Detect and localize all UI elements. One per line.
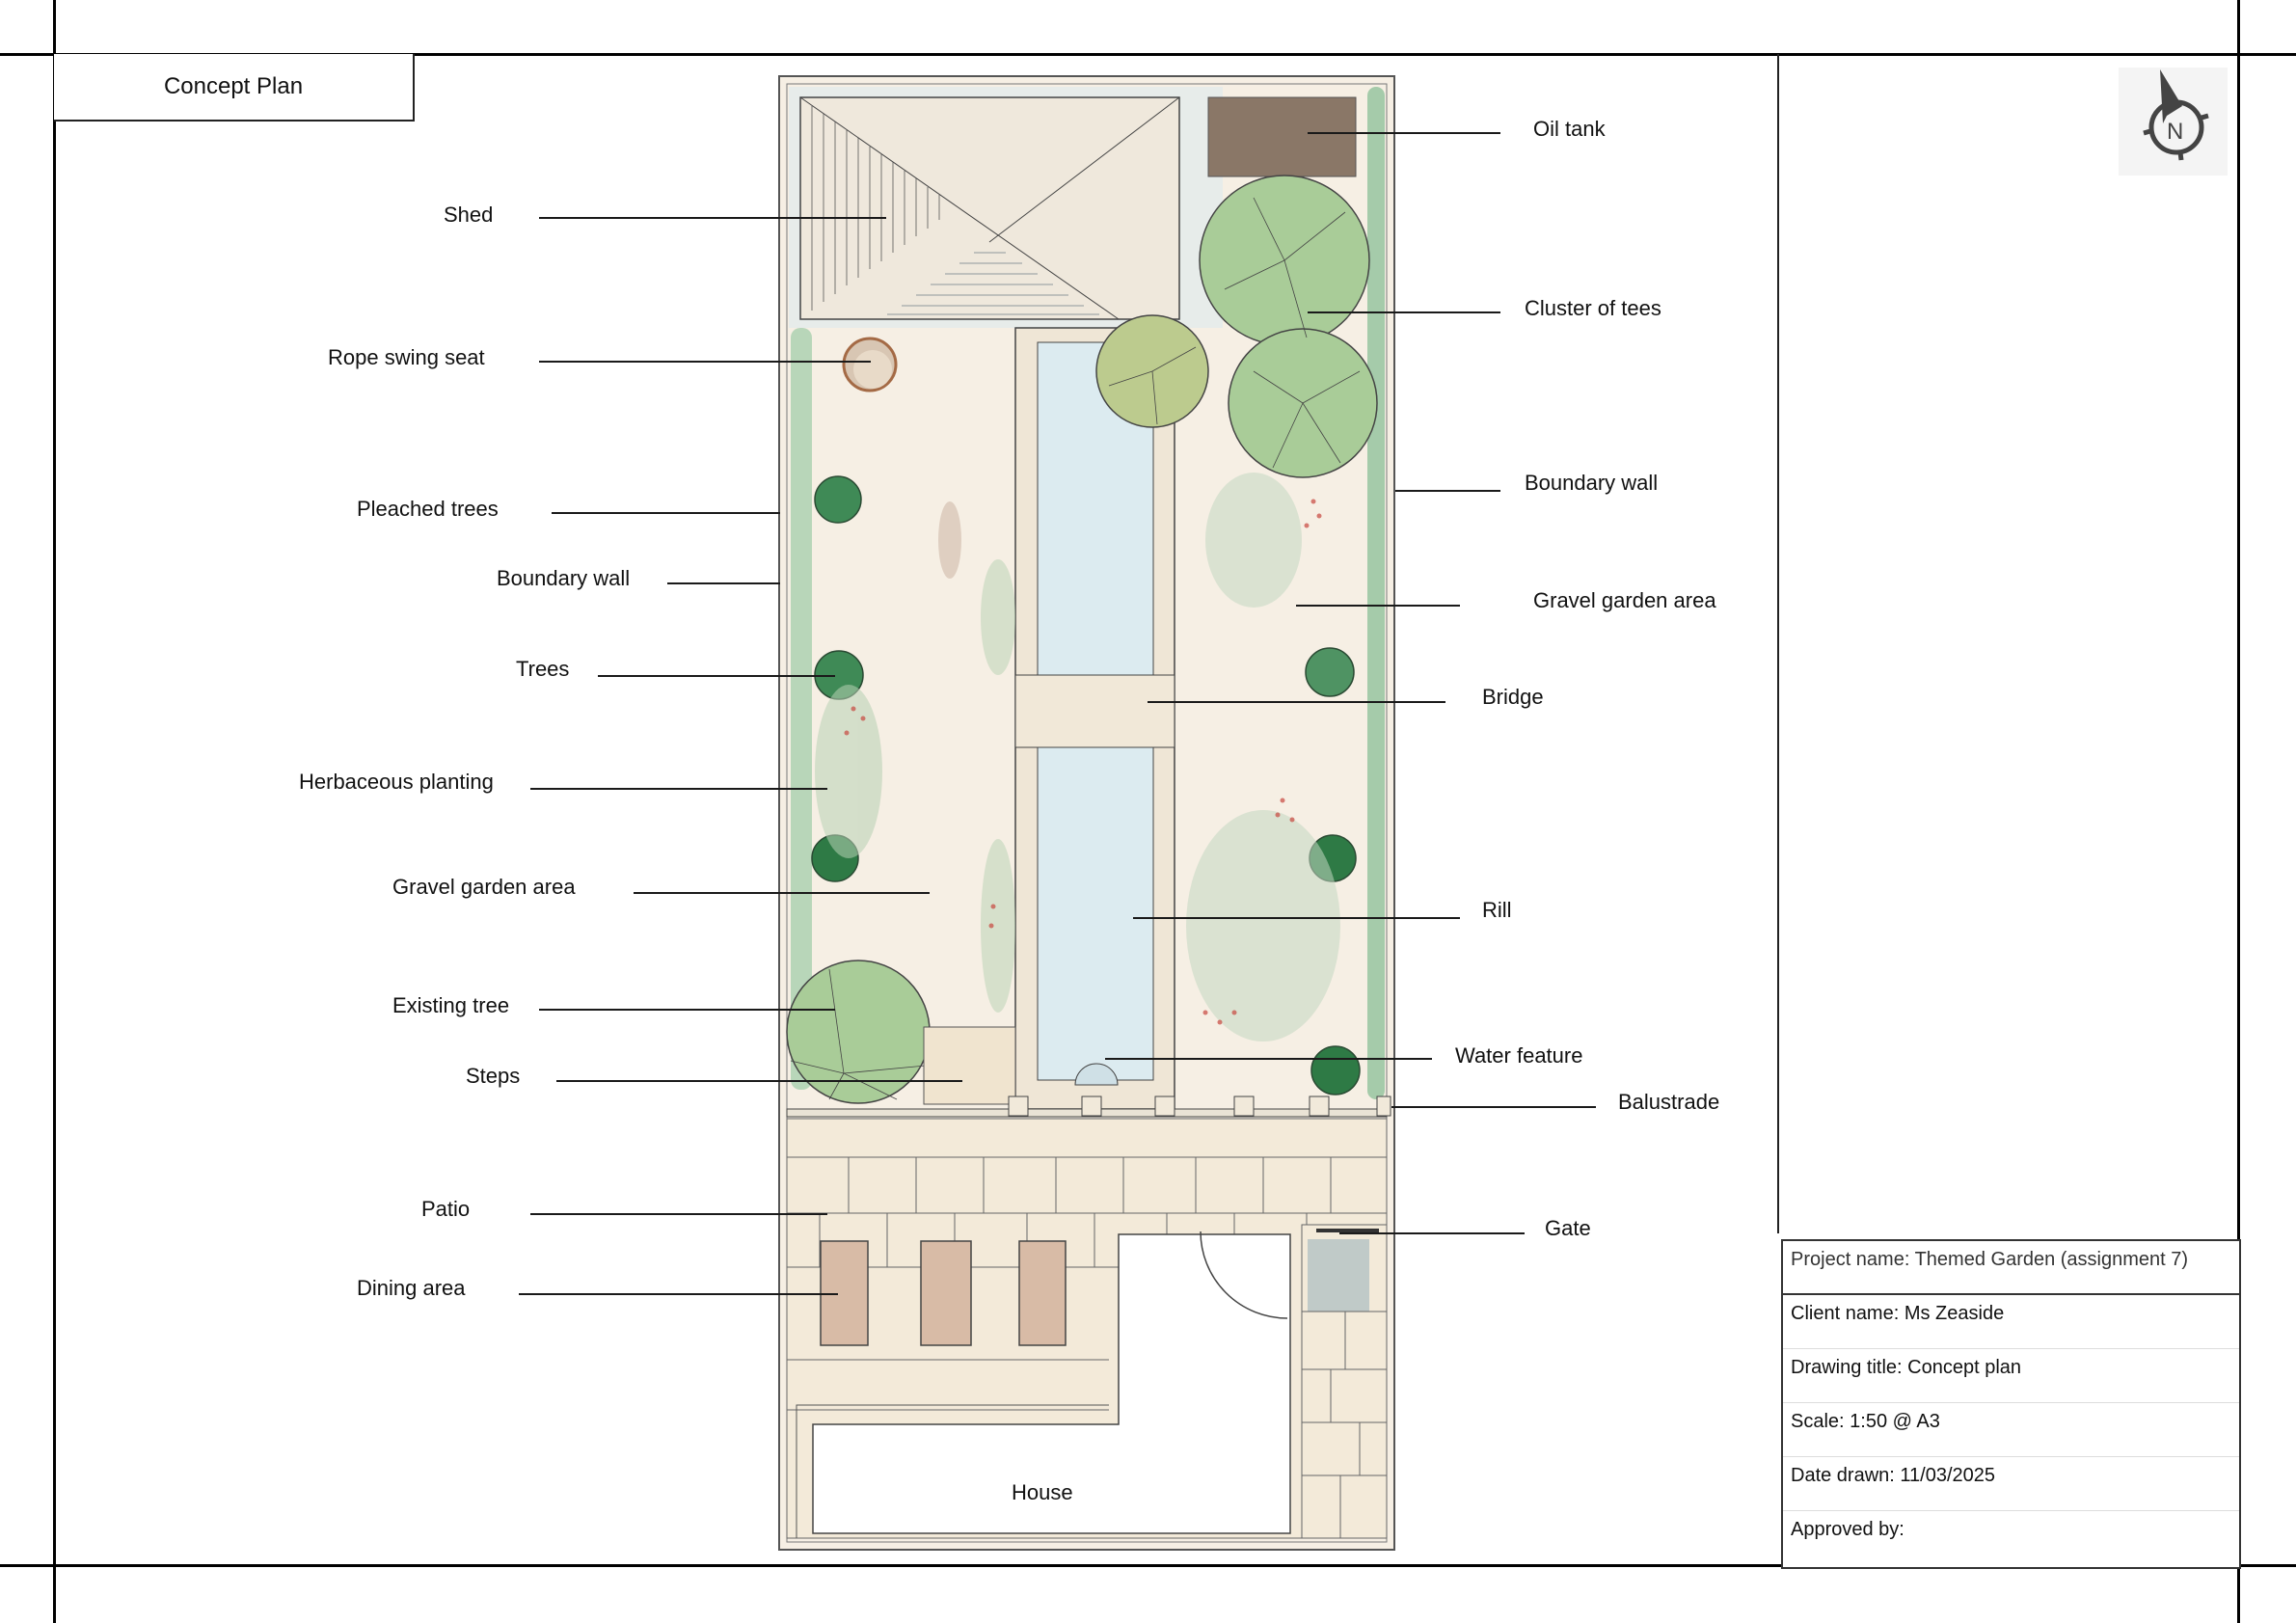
project-name: Project name: Themed Garden (assignment …: [1783, 1241, 2239, 1295]
label-rope-swing-seat: Rope swing seat: [328, 345, 485, 369]
leader-boundary-wall-right: [1395, 490, 1500, 492]
north-arrow-icon: N: [2119, 68, 2228, 176]
frame-right-line: [2237, 0, 2240, 1623]
label-pleached-trees: Pleached trees: [357, 497, 499, 521]
label-gravel-garden-left: Gravel garden area: [392, 875, 576, 899]
leader-shed: [539, 217, 886, 219]
steps: [923, 1026, 1016, 1105]
leader-patio: [530, 1213, 827, 1215]
leader-herbaceous-planting: [530, 788, 827, 790]
label-boundary-wall-left: Boundary wall: [497, 566, 631, 590]
drawing-title: Drawing title: Concept plan: [1783, 1349, 2239, 1403]
water-feature: [1074, 1063, 1119, 1086]
frame-bottom-line: [0, 1564, 2296, 1567]
leader-cluster-of-trees: [1308, 311, 1500, 313]
label-boundary-wall-right: Boundary wall: [1525, 471, 1659, 495]
house: [796, 1231, 1291, 1538]
leader-gravel-garden-right: [1296, 605, 1460, 607]
shed: [799, 96, 1180, 320]
leader-steps: [556, 1080, 962, 1082]
leader-balustrade: [1391, 1106, 1596, 1108]
leader-rill: [1133, 917, 1460, 919]
label-water-feature: Water feature: [1455, 1043, 1583, 1068]
label-steps: Steps: [466, 1064, 521, 1088]
garden-plan-drawing: [762, 68, 1408, 1562]
dining-area: [820, 1240, 1067, 1346]
sheet-title-box: Concept Plan: [54, 54, 415, 122]
balustrade: [786, 1096, 1391, 1118]
rill-water-lower: [1037, 746, 1154, 1081]
title-block: Project name: Themed Garden (assignment …: [1781, 1239, 2241, 1569]
client-name: Client name: Ms Zeaside: [1783, 1295, 2239, 1349]
leader-dining-area: [519, 1293, 838, 1295]
leader-water-feature: [1105, 1058, 1432, 1060]
label-gate: Gate: [1545, 1216, 1591, 1240]
cluster-of-trees: [1095, 175, 1378, 478]
approved-by: Approved by:: [1791, 1519, 1904, 1540]
scale: Scale: 1:50 @ A3: [1783, 1403, 2239, 1457]
leader-boundary-wall-left: [667, 582, 780, 584]
leader-bridge: [1148, 701, 1445, 703]
leader-rope-swing-seat: [539, 361, 871, 363]
label-bridge: Bridge: [1482, 685, 1544, 709]
label-shed: Shed: [444, 203, 494, 227]
frame-left-line: [53, 0, 56, 1623]
leader-existing-tree: [539, 1009, 835, 1011]
label-rill: Rill: [1482, 898, 1512, 922]
label-patio: Patio: [421, 1197, 471, 1221]
label-cluster-of-trees: Cluster of tees: [1525, 296, 1661, 320]
svg-text:N: N: [2167, 119, 2183, 145]
leader-trees: [598, 675, 835, 677]
label-balustrade: Balustrade: [1618, 1090, 1720, 1114]
label-trees: Trees: [516, 657, 570, 681]
label-existing-tree: Existing tree: [392, 993, 510, 1017]
house-label: House: [1012, 1480, 1073, 1504]
side-path: [1301, 1224, 1388, 1539]
rope-swing-seat: [842, 337, 898, 392]
leader-gate: [1339, 1232, 1525, 1234]
sheet-title: Concept Plan: [163, 73, 304, 99]
leader-oil-tank: [1308, 132, 1500, 134]
bridge: [1014, 674, 1175, 748]
frame-top-line: [0, 53, 2296, 56]
oil-tank: [1207, 96, 1357, 177]
label-herbaceous-planting: Herbaceous planting: [299, 770, 494, 794]
label-dining-area: Dining area: [357, 1276, 466, 1300]
leader-gravel-garden-left: [634, 892, 930, 894]
leader-pleached-trees: [552, 512, 780, 514]
label-oil-tank: Oil tank: [1533, 117, 1606, 141]
label-gravel-garden-right: Gravel garden area: [1533, 588, 1716, 612]
date-drawn: Date drawn: 11/03/2025: [1783, 1457, 2239, 1511]
title-block-divider: [1777, 54, 1779, 1233]
